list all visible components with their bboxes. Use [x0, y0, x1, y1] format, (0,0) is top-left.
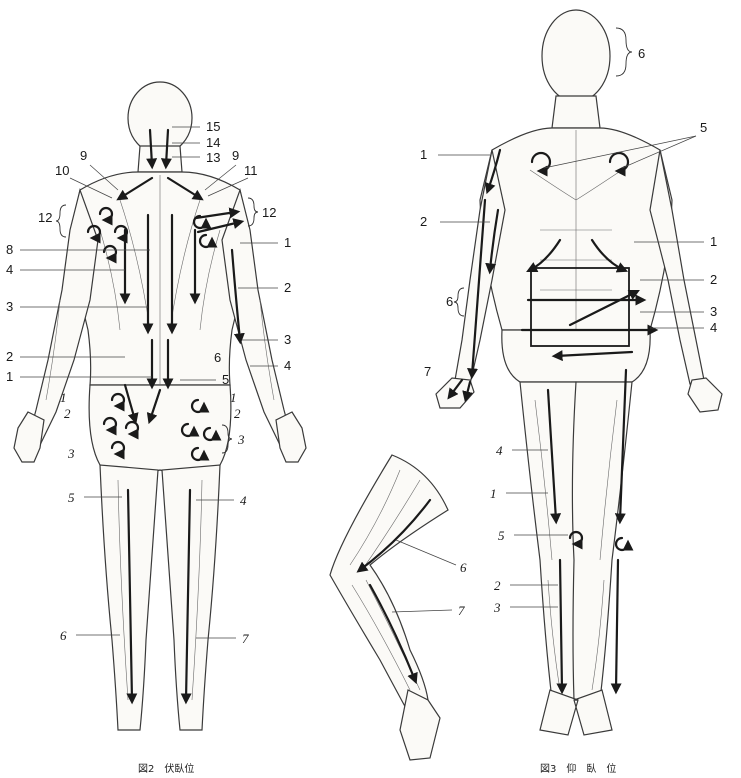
supine-label-i2: 2 — [494, 578, 501, 593]
supine-label-1-left: 1 — [420, 147, 427, 162]
prone-label-6: 6 — [214, 350, 221, 365]
prone-label-i2-right: 2 — [234, 406, 241, 421]
supine-label-4: 4 — [710, 320, 717, 335]
prone-label-9-left: 9 — [80, 148, 87, 163]
prone-label-4-upper: 4 — [6, 262, 13, 277]
inset-leader-7 — [392, 610, 452, 612]
prone-label-i5: 5 — [68, 490, 75, 505]
supine-label-2-left: 2 — [420, 214, 427, 229]
supine-label-6-arm: 6 — [446, 294, 453, 309]
supine-head — [542, 10, 610, 102]
supine-label-1-right: 1 — [710, 234, 717, 249]
prone-label-i3-right: 3 — [237, 432, 245, 447]
prone-label-3-left: 3 — [6, 299, 13, 314]
supine-bracket-arm — [454, 288, 464, 316]
prone-figure: 15 14 13 9 9 10 11 12 12 8 4 1 2 3 3 2 6… — [6, 82, 306, 775]
bent-leg-inset: 6 7 — [330, 455, 467, 760]
prone-label-13: 13 — [206, 150, 220, 165]
prone-label-i7: 7 — [242, 631, 249, 646]
prone-right-hand — [276, 412, 306, 462]
supine-figure: 6 5 1 2 1 2 3 4 6 7 4 1 5 2 3 図3 仰 臥 位 — [420, 10, 722, 775]
prone-label-i1-right: 1 — [230, 390, 237, 405]
inset-thigh-shin — [330, 455, 448, 712]
prone-label-12-right: 12 — [262, 205, 276, 220]
prone-label-9-right: 9 — [232, 148, 239, 163]
prone-label-i1-left: 1 — [60, 390, 67, 405]
prone-label-i4: 4 — [240, 493, 247, 508]
prone-bracket-12-left — [56, 205, 66, 237]
supine-label-7: 7 — [424, 364, 431, 379]
prone-label-4-lower: 4 — [284, 358, 291, 373]
supine-label-i5: 5 — [498, 528, 505, 543]
prone-label-2-lower: 2 — [6, 349, 13, 364]
prone-neck — [138, 146, 182, 172]
prone-label-12-left: 12 — [38, 210, 52, 225]
prone-right-leg — [162, 465, 220, 730]
prone-label-1-upper: 1 — [284, 235, 291, 250]
prone-bracket-12-right — [248, 198, 258, 226]
inset-leader-6 — [396, 540, 456, 565]
supine-label-2-right: 2 — [710, 272, 717, 287]
supine-label-i3: 3 — [493, 600, 501, 615]
prone-label-15: 15 — [206, 119, 220, 134]
prone-caption: 図2 伏臥位 — [138, 762, 194, 775]
prone-label-11: 11 — [244, 163, 258, 178]
supine-label-5: 5 — [700, 120, 707, 135]
prone-label-2-upper: 2 — [284, 280, 291, 295]
inset-foot — [400, 690, 440, 760]
supine-caption: 図3 仰 臥 位 — [540, 762, 616, 775]
supine-right-hand — [688, 378, 722, 412]
supine-label-i4: 4 — [496, 443, 503, 458]
prone-label-i2-left: 2 — [64, 406, 71, 421]
inset-label-7: 7 — [458, 603, 465, 618]
prone-label-14: 14 — [206, 135, 220, 150]
prone-label-3-right: 3 — [284, 332, 291, 347]
prone-label-8: 8 — [6, 242, 13, 257]
supine-label-3: 3 — [710, 304, 717, 319]
supine-label-6-head: 6 — [638, 46, 645, 61]
prone-label-i3-left: 3 — [67, 446, 75, 461]
supine-label-i1: 1 — [490, 486, 497, 501]
supine-circle-knee-right — [616, 538, 628, 550]
prone-label-5: 5 — [222, 372, 229, 387]
prone-label-1-lower: 1 — [6, 369, 13, 384]
supine-arrow-shin-right — [616, 560, 618, 690]
supine-bracket-head — [616, 28, 632, 76]
prone-label-10: 10 — [55, 163, 69, 178]
prone-label-i6: 6 — [60, 628, 67, 643]
inset-label-6: 6 — [460, 560, 467, 575]
supine-neck — [552, 96, 600, 128]
prone-left-hand — [14, 412, 44, 462]
